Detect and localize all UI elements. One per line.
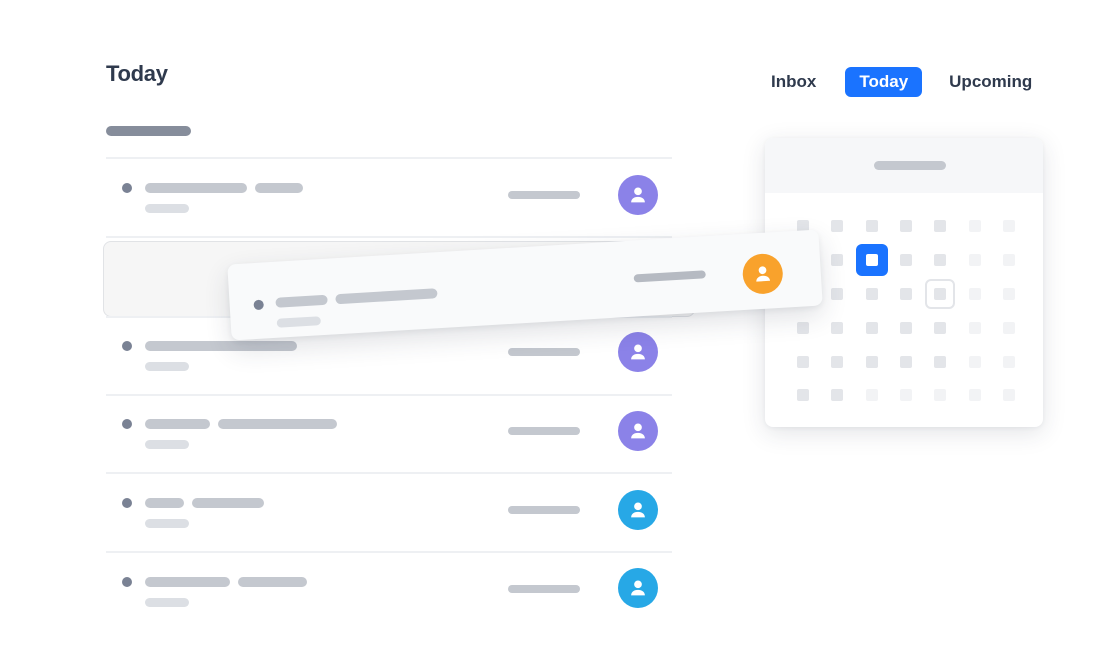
calendar-day[interactable] [1003, 288, 1015, 300]
calendar-day[interactable] [900, 322, 912, 334]
calendar-day[interactable] [900, 389, 912, 401]
task-title-placeholder [145, 498, 184, 508]
task-title-placeholder [238, 577, 307, 587]
dragged-task-card[interactable] [227, 229, 823, 341]
task-title-placeholder [255, 183, 303, 193]
user-icon [631, 502, 645, 518]
task-date-placeholder [508, 427, 580, 435]
assignee-avatar[interactable] [618, 175, 658, 215]
calendar-day[interactable] [866, 322, 878, 334]
tab-today[interactable]: Today [845, 67, 923, 97]
calendar-day[interactable] [900, 288, 912, 300]
task-title-placeholder [145, 183, 247, 193]
task-title-placeholder [145, 341, 297, 351]
assignee-avatar[interactable] [618, 411, 658, 451]
calendar-day[interactable] [934, 322, 946, 334]
task-bullet-icon [122, 183, 132, 193]
task-subtitle-placeholder [145, 519, 189, 528]
task-date-placeholder [508, 585, 580, 593]
calendar-day[interactable] [866, 220, 878, 232]
task-title-placeholder [145, 577, 230, 587]
calendar-day[interactable] [831, 254, 843, 266]
calendar-day[interactable] [797, 356, 809, 368]
calendar-day[interactable] [1003, 220, 1015, 232]
calendar-day[interactable] [969, 220, 981, 232]
calendar-day[interactable] [934, 356, 946, 368]
task-subtitle-placeholder [145, 440, 189, 449]
view-tabs: Inbox Today Upcoming [757, 67, 1046, 97]
task-subtitle-placeholder [145, 362, 189, 371]
calendar-day[interactable] [969, 322, 981, 334]
task-subtitle-placeholder [145, 204, 189, 213]
calendar-day[interactable] [1003, 254, 1015, 266]
calendar-day[interactable] [797, 220, 809, 232]
task-bullet-icon [122, 419, 132, 429]
calendar-day[interactable] [831, 389, 843, 401]
calendar-month-placeholder [874, 161, 946, 170]
calendar-day[interactable] [900, 220, 912, 232]
task-bullet-icon [122, 341, 132, 351]
calendar-day[interactable] [831, 220, 843, 232]
user-icon [631, 187, 645, 203]
task-date-placeholder [508, 348, 580, 356]
calendar-day[interactable] [831, 356, 843, 368]
task-divider [106, 394, 672, 396]
calendar-day[interactable] [1003, 356, 1015, 368]
task-title-placeholder [218, 419, 337, 429]
calendar-day[interactable] [934, 254, 946, 266]
task-divider [106, 551, 672, 553]
calendar-day[interactable] [1003, 322, 1015, 334]
calendar-day[interactable] [969, 356, 981, 368]
task-divider [106, 236, 672, 238]
calendar-day[interactable] [969, 389, 981, 401]
task-bullet-icon [122, 498, 132, 508]
calendar-day[interactable] [1003, 389, 1015, 401]
calendar-day[interactable] [797, 322, 809, 334]
task-title-placeholder [145, 419, 210, 429]
calendar-day[interactable] [934, 389, 946, 401]
calendar-day[interactable] [866, 288, 878, 300]
tab-upcoming[interactable]: Upcoming [949, 72, 1033, 91]
task-date-placeholder [633, 270, 706, 283]
assignee-avatar[interactable] [741, 252, 784, 296]
calendar-day[interactable] [831, 288, 843, 300]
task-title-placeholder [275, 294, 328, 308]
user-icon [756, 266, 771, 282]
page-title: Today [106, 61, 168, 86]
calendar-day-selected[interactable] [856, 244, 888, 276]
user-icon [631, 344, 645, 360]
task-date-placeholder [508, 506, 580, 514]
calendar-day[interactable] [866, 356, 878, 368]
assignee-avatar[interactable] [618, 490, 658, 530]
task-divider [106, 157, 672, 159]
assignee-avatar[interactable] [618, 332, 658, 372]
user-icon [631, 423, 645, 439]
calendar-day[interactable] [969, 254, 981, 266]
calendar-day[interactable] [969, 288, 981, 300]
assignee-avatar[interactable] [618, 568, 658, 608]
calendar-day[interactable] [900, 254, 912, 266]
calendar-day[interactable] [934, 220, 946, 232]
task-title-placeholder [335, 288, 438, 305]
calendar-header [765, 138, 1043, 193]
task-bullet-icon [253, 299, 264, 311]
user-icon [631, 580, 645, 596]
section-heading-placeholder [106, 126, 191, 136]
calendar-day-drop-target[interactable] [925, 279, 955, 309]
calendar-day[interactable] [866, 389, 878, 401]
task-divider [106, 472, 672, 474]
calendar-day[interactable] [797, 389, 809, 401]
calendar-day[interactable] [831, 322, 843, 334]
calendar-day[interactable] [900, 356, 912, 368]
task-subtitle-placeholder [145, 598, 189, 607]
task-bullet-icon [122, 577, 132, 587]
task-subtitle-placeholder [276, 316, 322, 328]
task-date-placeholder [508, 191, 580, 199]
tab-inbox[interactable]: Inbox [771, 72, 817, 91]
task-title-placeholder [192, 498, 264, 508]
